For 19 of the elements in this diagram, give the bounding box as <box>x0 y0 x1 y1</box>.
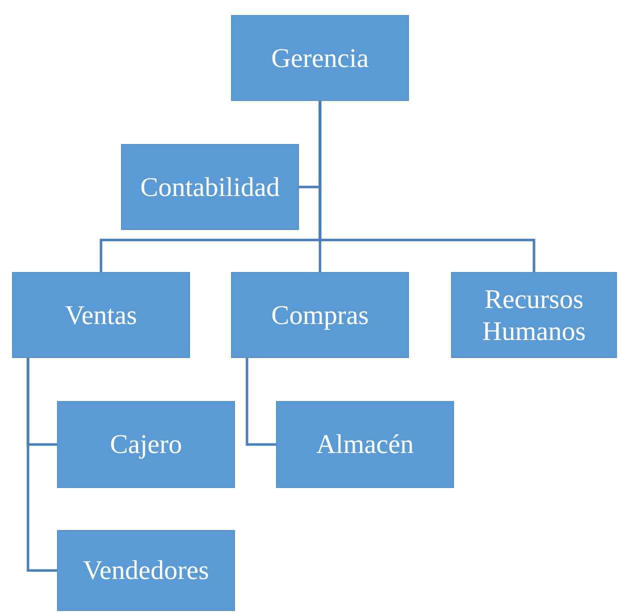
org-box <box>57 401 235 488</box>
unit-name: Compras <box>271 298 369 332</box>
org-box <box>451 272 617 358</box>
unit-name: Ventas <box>65 298 137 332</box>
unit-name: Vendedores <box>83 554 209 587</box>
org-box <box>121 144 299 230</box>
org-box <box>12 272 190 358</box>
unit-name: Contabilidad <box>140 170 280 204</box>
unit-name: Gerencia <box>271 42 369 74</box>
unit-name: Almacén <box>316 428 414 461</box>
unit-name: Recursos Humanos <box>481 282 587 348</box>
org-box <box>231 272 409 358</box>
org-box <box>57 530 235 611</box>
connector-line <box>246 358 276 446</box>
org-box <box>231 15 409 101</box>
org-box <box>276 401 454 488</box>
connector-line <box>26 358 57 572</box>
unit-name: Cajero <box>110 428 182 461</box>
connector-line <box>318 101 536 272</box>
